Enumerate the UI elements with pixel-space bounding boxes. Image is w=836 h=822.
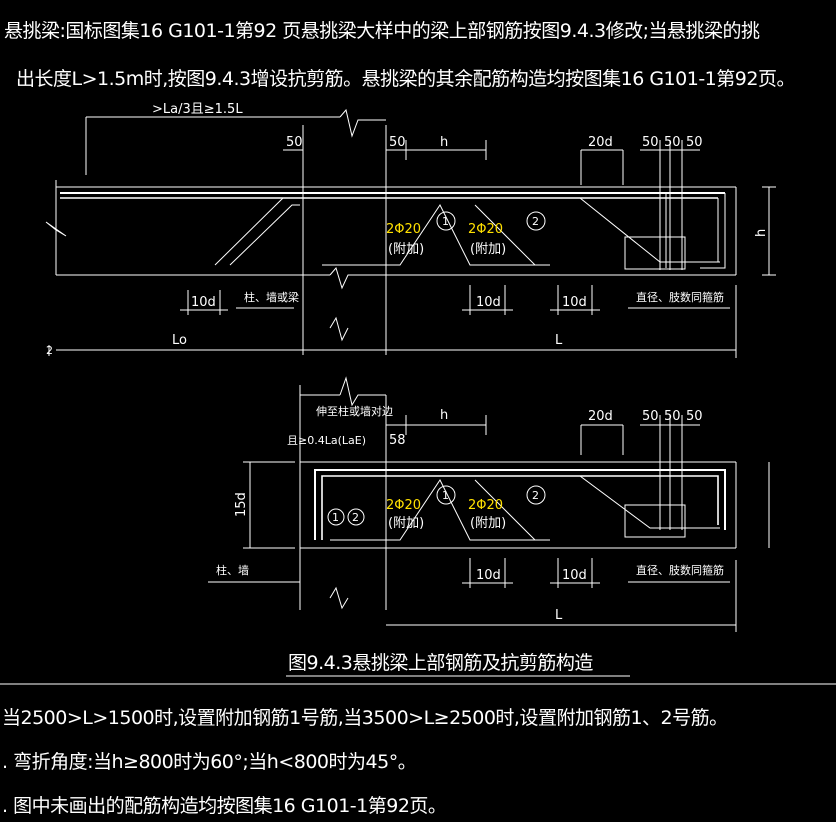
bottom-bar-1-note: (附加) <box>388 516 424 531</box>
note-3: . 图中未画出的配筋构造均按图集16 G101-1第92页。 <box>2 795 447 817</box>
bent-bar-1 <box>322 204 550 266</box>
anchor-label-2: 且≥0.4La(LaE) <box>287 434 366 447</box>
side-h-label: h <box>754 229 769 237</box>
bar-1-note: (附加) <box>388 242 424 257</box>
circle-12-b: 2 <box>352 511 359 524</box>
dim-10d-b: 10d <box>476 295 501 310</box>
circle-12-a: 1 <box>332 511 339 524</box>
dim-50-d: 50 <box>664 135 681 150</box>
dim-50-a: 50 <box>286 135 303 150</box>
dim-50-e: 50 <box>686 135 703 150</box>
dim-10d-a: 10d <box>191 295 216 310</box>
support-label: 柱、墙或梁 <box>244 290 299 304</box>
dim-h: h <box>440 135 448 150</box>
stirrup-box <box>624 236 686 270</box>
bent-bar-2 <box>474 204 550 266</box>
dim-50-b: 50 <box>389 135 406 150</box>
bar-2-note: (附加) <box>470 242 506 257</box>
top-diagram: >La/3且≥1.5L 50 50 h 20d 50 50 50 <box>45 102 776 358</box>
marker-2: 2 <box>46 344 53 357</box>
dim-50-bottom-a: 50 <box>642 409 659 424</box>
circle-1-marker <box>436 211 456 231</box>
dim-h-bottom: h <box>440 408 448 423</box>
dim-Lo: Lo <box>172 333 187 348</box>
bottom-dim-L: L <box>555 608 563 623</box>
top-bar-bottom <box>314 469 726 540</box>
dim-10d-c: 10d <box>562 295 587 310</box>
bottom-bar-2-note: (附加) <box>470 516 506 531</box>
bottom-dim-10d-a: 10d <box>476 568 501 583</box>
circle-2-marker <box>526 211 546 231</box>
circle-2-text: 2 <box>532 215 539 228</box>
bottom-circle-1: 1 <box>442 489 449 502</box>
dim-L: L <box>555 333 563 348</box>
bar-2-label: 2Φ20 <box>468 222 503 237</box>
bottom-dim-10d-b: 10d <box>562 568 587 583</box>
dim-15d: 15d <box>234 492 249 517</box>
dim-20d-bottom: 20d <box>588 409 613 424</box>
bottom-diagram: 伸至柱或墙对边 且≥0.4La(LaE) 58 h 20d 50 50 50 <box>208 376 770 632</box>
anchor-length-label: >La/3且≥1.5L <box>152 102 243 117</box>
dim-50-bottom-b: 50 <box>664 409 681 424</box>
dim-20d: 20d <box>588 135 613 150</box>
dim-58: 58 <box>389 433 406 448</box>
header-line-1: 悬挑梁:国标图集16 G101-1第92 页悬挑梁大样中的梁上部钢筋按图9.4.… <box>4 20 760 42</box>
header-line-2: 出长度L>1.5m时,按图9.4.3增设抗剪筋。悬挑梁的其余配筋构造均按图集16… <box>16 68 795 90</box>
dim-50-bottom-c: 50 <box>686 409 703 424</box>
bottom-circle-2: 2 <box>532 489 539 502</box>
bent-bar-left <box>229 204 300 266</box>
stirrup-note: 直径、肢数同箍筋 <box>636 290 724 304</box>
dim-50-c: 50 <box>642 135 659 150</box>
bottom-stirrup-note: 直径、肢数同箍筋 <box>636 563 724 577</box>
bar-1-label: 2Φ20 <box>386 222 421 237</box>
bottom-bar-2-label: 2Φ20 <box>468 498 503 513</box>
note-1: 当2500>L>1500时,设置附加钢筋1号筋,当3500>L≥2500时,设置… <box>2 707 728 729</box>
break-symbol-top <box>339 108 386 138</box>
circle-1-text: 1 <box>442 215 449 228</box>
figure-caption: 图9.4.3悬挑梁上部钢筋及抗剪筋构造 <box>288 652 593 674</box>
bottom-support-label: 柱、墙 <box>216 563 249 577</box>
anchor-label-1: 伸至柱或墙对边 <box>316 404 393 418</box>
bottom-bar-1-label: 2Φ20 <box>386 498 421 513</box>
note-2: . 弯折角度:当h≥800时为60°;当h<800时为45°。 <box>2 751 417 773</box>
